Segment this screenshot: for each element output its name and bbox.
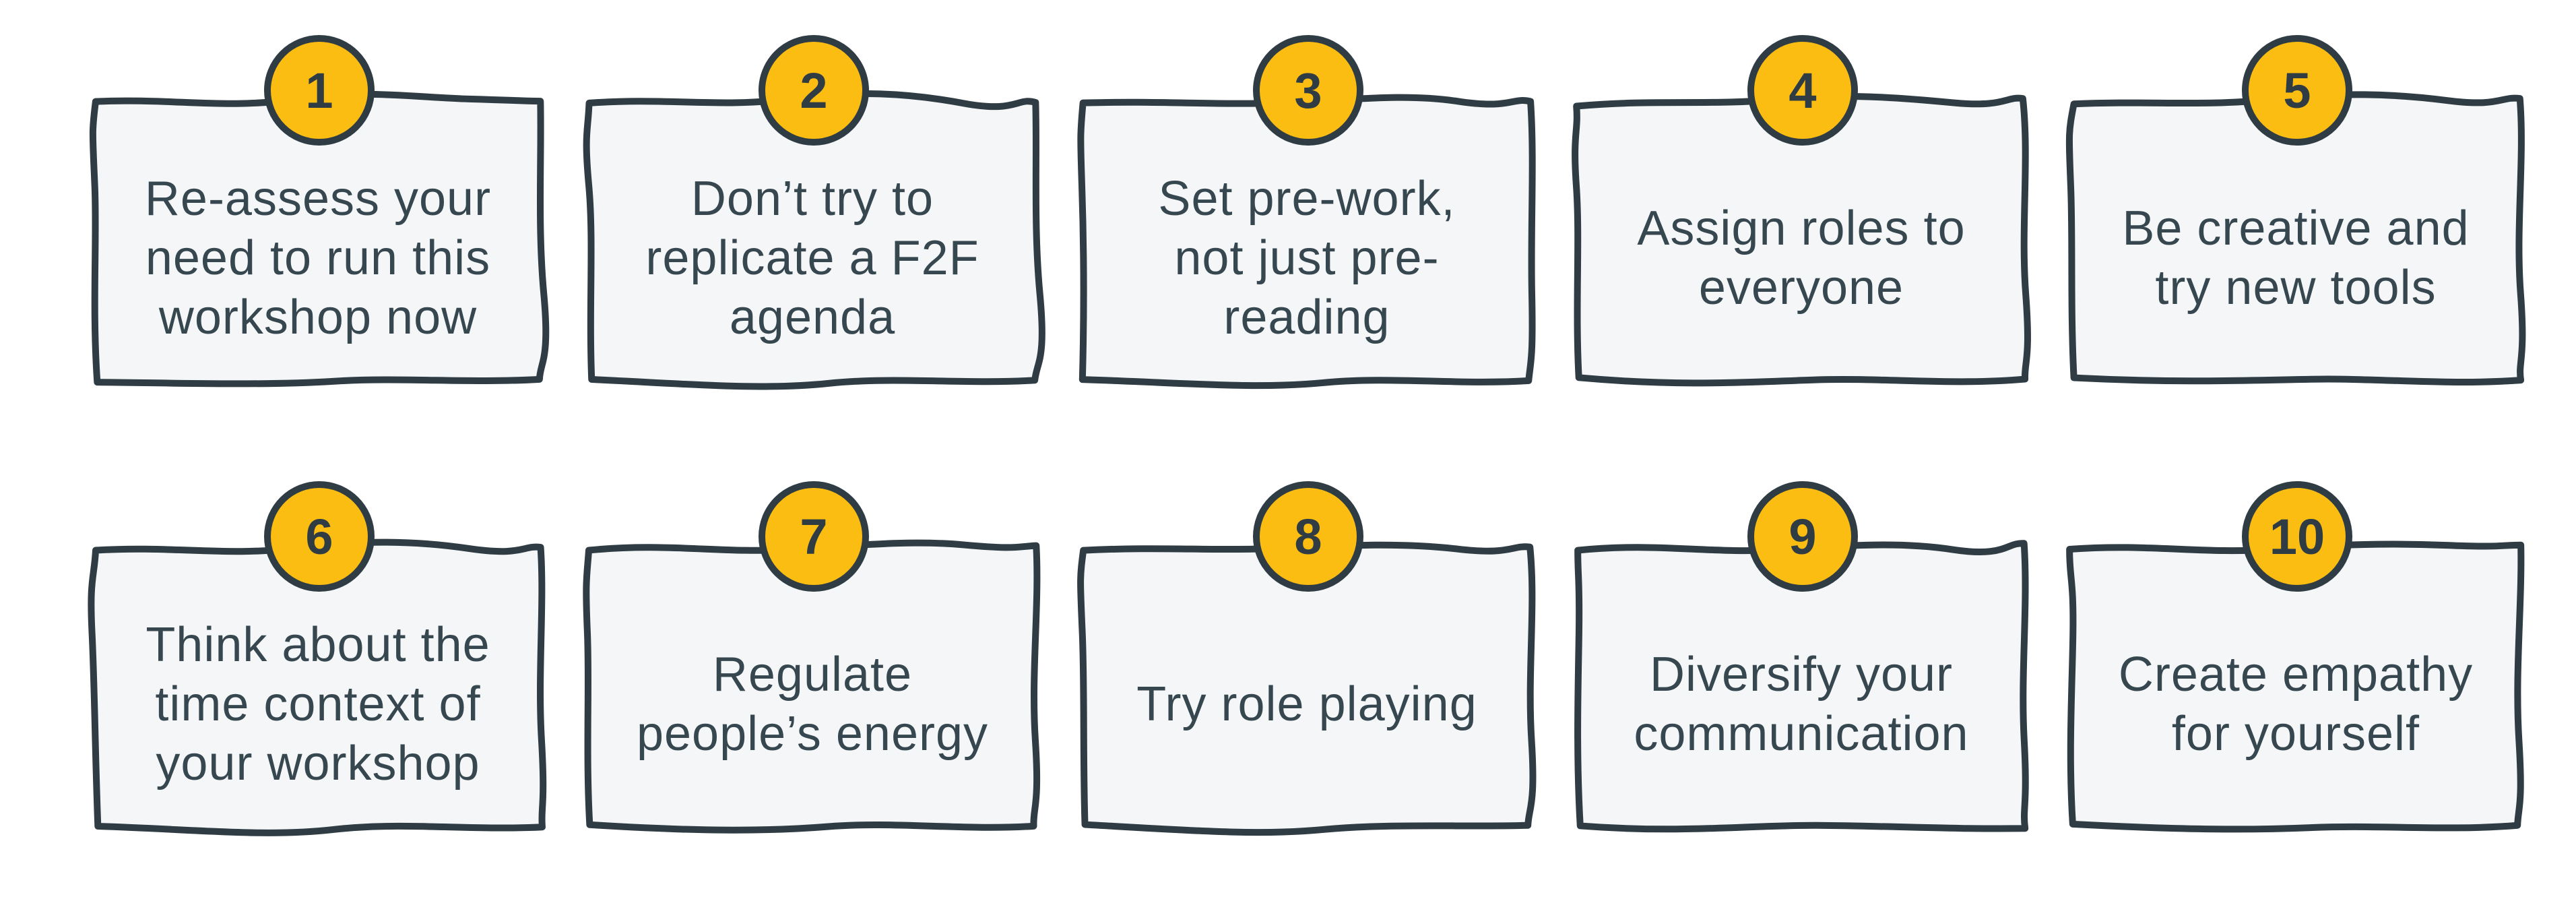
tip-text: Don’t try to replicate a F2F agenda	[645, 172, 979, 344]
tip-card: Assign roles to everyone	[1572, 92, 2031, 388]
tip-text: Regulate people’s energy	[636, 648, 989, 761]
tip-card: Diversify your communication	[1574, 538, 2029, 834]
tip-text: Create empathy for yourself	[2118, 648, 2474, 761]
tip-number-badge: 7	[759, 481, 869, 592]
tip-number-badge: 2	[759, 35, 869, 146]
tip-text: Set pre-work, not just pre- reading	[1158, 172, 1456, 344]
tip-text: Re-assess your need to run this workshop…	[144, 172, 492, 344]
tip-number-badge: 6	[264, 481, 375, 592]
tip-text: Diversify your communication	[1634, 648, 1969, 761]
tip-card: Create empathy for yourself	[2066, 538, 2525, 834]
tip-number-badge: 3	[1253, 35, 1363, 146]
tip-text: Be creative and try new tools	[2122, 202, 2470, 315]
tip-text: Assign roles to everyone	[1637, 202, 1966, 315]
tip-number-badge: 10	[2242, 481, 2352, 592]
tip-number-badge: 5	[2242, 35, 2352, 146]
tip-number-badge: 8	[1253, 481, 1363, 592]
tip-card: Don’t try to replicate a F2F agenda	[583, 90, 1045, 390]
tip-number-badge: 9	[1747, 481, 1858, 592]
tip-number-badge: 4	[1747, 35, 1858, 146]
tip-text: Think about the time context of your wor…	[146, 618, 490, 790]
tip-card: Regulate people’s energy	[583, 538, 1041, 834]
tip-card: Try role playing	[1077, 538, 1537, 836]
tip-number-badge: 1	[264, 35, 375, 146]
tip-card: Set pre-work, not just pre- reading	[1077, 92, 1536, 390]
tip-card: Think about the time context of your wor…	[88, 538, 547, 836]
tip-text: Try role playing	[1136, 677, 1477, 731]
tip-card: Re-assess your need to run this workshop…	[89, 90, 550, 388]
